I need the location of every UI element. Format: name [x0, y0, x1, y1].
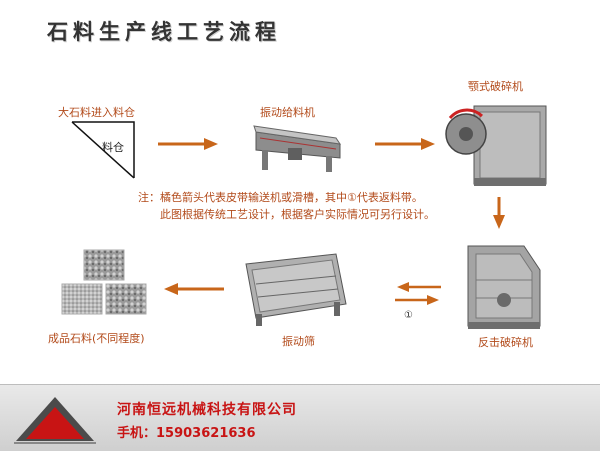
company-name: 河南恒远机械科技有限公司 — [117, 402, 297, 418]
jaw-crusher-illustration — [445, 105, 547, 186]
vibrating-screen-illustration — [245, 253, 347, 326]
product-label: 成品石料(不同程度) — [48, 332, 145, 345]
company-logo — [14, 397, 96, 444]
silo-inner-label: 料仓 — [102, 141, 124, 154]
silo-illustration — [71, 121, 135, 179]
return-belt-marker: ① — [404, 310, 413, 321]
company-footer: 河南恒远机械科技有限公司 手机：15903621636 — [0, 384, 600, 451]
arrow-silo-to-feeder — [158, 138, 218, 150]
jaw-crusher-label: 颚式破碎机 — [468, 80, 523, 93]
silo-label: 大石料进入料仓 — [58, 106, 135, 119]
finished-stone-illustration — [61, 249, 147, 315]
impact-crusher-label: 反击破碎机 — [478, 336, 533, 349]
company-phone: 手机：15903621636 — [117, 426, 256, 441]
impact-crusher-illustration — [467, 245, 541, 329]
arrows-screen-impact-exchange — [395, 282, 441, 305]
feeder-label: 振动给料机 — [260, 106, 315, 119]
arrow-screen-to-product — [164, 283, 224, 295]
arrow-feeder-to-jaw — [375, 138, 435, 150]
note-line-2: 此图根据传统工艺设计，根据客户实际情况可另行设计。 — [160, 208, 435, 221]
note-line-1: 注：橘色箭头代表皮带输送机或滑槽，其中①代表返料带。 — [138, 191, 423, 204]
vibrating-feeder-illustration — [253, 125, 342, 172]
screen-label: 振动筛 — [282, 335, 315, 348]
arrow-jaw-to-impact — [493, 197, 505, 229]
page-title: 石料生产线工艺流程 — [47, 20, 281, 44]
